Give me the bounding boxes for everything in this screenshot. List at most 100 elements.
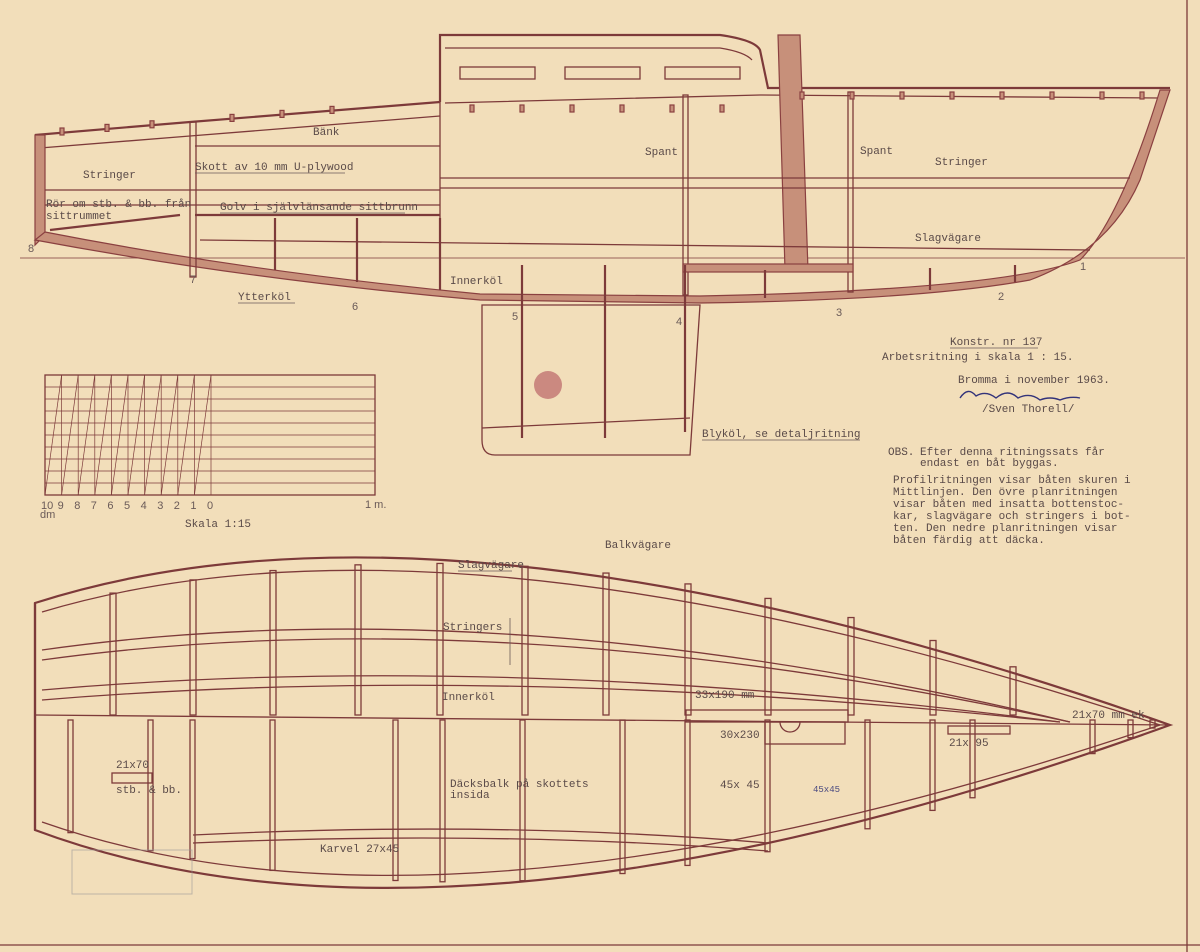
deck-beam-section [569,104,575,113]
stringer-plan [41,684,1061,723]
deck-beam-30x230 [764,721,846,745]
label-ytterkol: Ytterköl [238,292,291,304]
scale-tick-label: 4 [141,500,147,512]
deck-beam-section [329,105,335,115]
deck-beam [764,719,771,853]
deck-beam-section [104,123,110,133]
deck-beam-section [899,91,905,100]
scale-diagonal [127,374,145,496]
deck-line [444,94,1161,104]
deck-beam [1149,719,1156,729]
deck-beam-section [519,104,525,113]
note-line: Mittlinjen. Den övre planritningen [893,487,1117,499]
transom [34,134,46,247]
deck-beam-section [799,91,805,100]
bottom-frame [354,564,362,716]
label-spant: Spant [860,146,893,158]
sheer-line [34,100,441,137]
signed-name: /Sven Thorell/ [982,404,1074,416]
scale-diagonal [77,374,96,496]
note-line: Profilritningen visar båten skuren i [893,474,1131,487]
keel-line [481,417,691,429]
label-blykol: Blyköl, se detaljritning [702,429,860,441]
dim-21x70-ek: 21x70 mm ek [1072,710,1145,722]
scale-tick-label: 5 [124,500,130,512]
karvel-rail [192,828,769,844]
deck-beam-section [229,113,235,123]
label-skott: Skott av 10 mm U-plywood [195,162,353,174]
lead-keel [481,304,701,456]
deck-beam [392,719,399,882]
scale-diagonal [61,374,79,496]
bottom-frame [109,592,117,716]
bottom-frame [602,572,610,716]
deck-beam [684,719,691,867]
deck-beam-section [59,127,65,136]
mast [777,34,809,271]
station-number: 1 [1080,261,1086,273]
deck-beam-section [1139,91,1145,100]
bottom-frame [1009,666,1017,716]
karvel-rail [192,837,769,852]
balkvagare-line [41,569,1161,726]
scale-tick-label: 10 [41,500,53,512]
deck-beam [1127,719,1134,739]
archive-stamp [71,849,193,895]
scale-diagonal [194,374,212,496]
scale-grid [44,374,376,496]
deck-beam [439,719,446,883]
drawing-scale-note: Arbetsritning i skala 1 : 15. [882,352,1073,364]
dim-21x70: 21x70 [116,760,149,772]
bottom-frame [269,569,277,716]
dim-45x45-handwritten: 45x45 [813,785,840,795]
deck-beam-21x95 [947,725,1011,735]
label-stb-bb: stb. & bb. [116,785,182,797]
scale-tick-label: 3 [157,500,163,512]
mast-step [682,263,854,273]
station-number: 7 [190,274,196,286]
scale-diagonal [44,374,62,496]
bottom-frame [436,562,444,716]
deck-beam [147,719,154,852]
label-stringers: Stringers [443,622,502,634]
title-block: Konstr. nr 137 Arbetsritning i skala 1 :… [882,337,1131,547]
bottom-frame [847,616,855,716]
red-stamp-mark [534,371,562,399]
profile-view: 1 2 3 4 5 6 7 8 Bänk Skott av 10 mm U-pl… [20,33,1185,456]
obs-text: endast en båt byggas. [920,457,1059,470]
scale-diagonal [160,374,179,496]
deck-beam [969,719,976,799]
dim-30x230: 30x230 [720,730,760,742]
deck-beam-section [719,104,725,113]
label-spant: Spant [645,147,678,159]
label-ror: Rör om stb. & bb. från [46,198,191,211]
deck-beam [864,719,871,830]
dim-45x45: 45x 45 [720,780,760,792]
deck-beam-section [849,91,855,100]
mast-hole [779,721,801,733]
scale-unit-m: 1 m. [365,499,386,511]
deck-beam-section [149,120,155,129]
dim-21x95: 21x 95 [949,738,989,750]
deck-beam [619,719,626,875]
scale-diagonal [177,374,195,496]
label-innerkol-plan: Innerköl [442,692,495,704]
cabin-window [564,66,641,80]
deck-beam-section [999,91,1005,100]
deck-beam-section [1049,91,1055,100]
deck-clamp [39,115,441,149]
label-dacksbalk: Däcksbalk på skottets [450,778,589,791]
deck-beam-section [619,104,625,113]
label-dacksbalk-2: insida [450,790,490,802]
station-number: 3 [836,307,842,319]
station-number: 8 [28,243,34,255]
scale-unit-dm: dm [40,509,55,521]
note-line: båten färdig att däcka. [893,534,1045,547]
cabin-roof-inner [445,47,753,61]
label-slagvagare: Slagvägare [458,560,524,572]
station-number: 4 [676,316,682,328]
scale-tick-label: 8 [74,500,80,512]
obs-label: OBS. [888,447,914,459]
cabin-window [664,66,741,80]
deck-beam-section [949,91,955,100]
